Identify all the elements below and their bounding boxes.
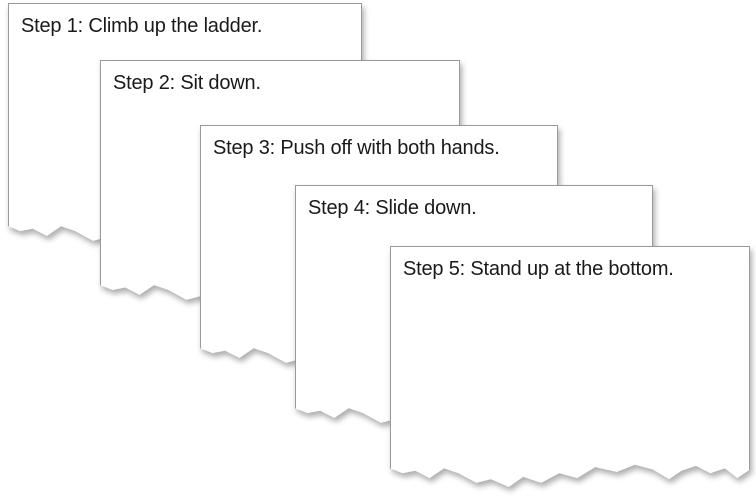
step-card-2-label: Step 2: Sit down.	[113, 72, 261, 94]
step-card-5-label: Step 5: Stand up at the bottom.	[403, 258, 674, 280]
step-card-5: Step 5: Stand up at the bottom.	[390, 246, 750, 489]
step-card-3-label: Step 3: Push off with both hands.	[213, 137, 500, 159]
torn-paper-5: Step 5: Stand up at the bottom.	[390, 246, 750, 488]
step-card-1-label: Step 1: Climb up the ladder.	[21, 15, 263, 37]
step-card-4-label: Step 4: Slide down.	[308, 197, 477, 219]
